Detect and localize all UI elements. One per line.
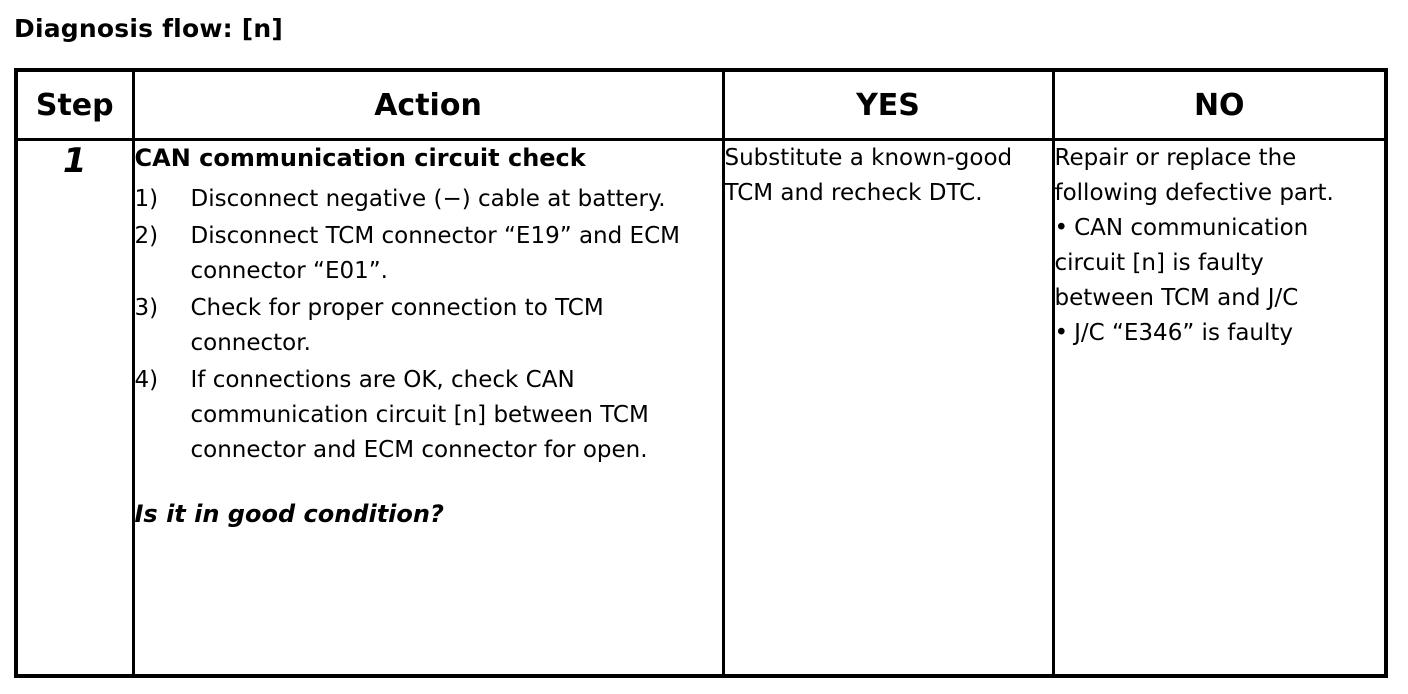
action-cell: CAN communication circuit check 1) Disco…: [131, 138, 725, 678]
column-header-action: Action: [131, 68, 725, 141]
action-step-number: 2): [134, 222, 159, 249]
action-step-text: Check for proper connection to TCM conne…: [190, 294, 604, 356]
list-item: 3) Check for proper connection to TCM co…: [135, 291, 722, 361]
yes-cell: Substitute a known-good TCM and recheck …: [721, 138, 1055, 678]
action-step-text: Disconnect negative (−) cable at battery…: [190, 186, 666, 213]
action-step-text: Disconnect TCM connector “E19” and ECM c…: [190, 222, 680, 284]
column-header-yes: YES: [721, 68, 1055, 141]
action-step-text: If connections are OK, check CAN communi…: [190, 366, 649, 463]
no-bullet-text: CAN communication circuit [n] is faulty …: [1054, 214, 1309, 311]
no-bullet-list: •CAN communication circuit [n] is faulty…: [1055, 211, 1385, 351]
yes-text: Substitute a known-good TCM and recheck …: [724, 145, 1013, 206]
action-question: Is it in good condition?: [134, 499, 444, 528]
action-step-number: 3): [134, 294, 159, 321]
list-item: •CAN communication circuit [n] is faulty…: [1055, 211, 1360, 316]
action-step-list: 1) Disconnect negative (−) cable at batt…: [135, 182, 722, 468]
page-title: Diagnosis flow: [n]: [14, 14, 283, 43]
action-step-number: 4): [134, 366, 159, 393]
action-step-number: 1): [134, 186, 159, 213]
list-item: 2) Disconnect TCM connector “E19” and EC…: [135, 219, 722, 289]
no-cell: Repair or replace the following defectiv…: [1051, 138, 1388, 678]
step-number-cell: 1: [14, 138, 135, 678]
diagnosis-flow-table: Step Action YES NO 1 CAN communication c…: [14, 68, 1388, 678]
list-item: •J/C “E346” is faulty: [1055, 316, 1360, 351]
table-row: 1 CAN communication circuit check 1) Dis…: [14, 138, 1388, 678]
bullet-icon: •: [1054, 319, 1069, 346]
list-item: 1) Disconnect negative (−) cable at batt…: [135, 182, 722, 217]
no-lead-text: Repair or replace the following defectiv…: [1054, 145, 1334, 206]
column-header-no: NO: [1051, 68, 1388, 141]
list-item: 4) If connections are OK, check CAN comm…: [135, 363, 722, 468]
bullet-icon: •: [1054, 214, 1069, 241]
no-bullet-text: J/C “E346” is faulty: [1074, 319, 1294, 346]
action-title: CAN communication circuit check: [134, 144, 586, 172]
table-header-row: Step Action YES NO: [14, 68, 1388, 141]
column-header-step: Step: [14, 68, 135, 141]
